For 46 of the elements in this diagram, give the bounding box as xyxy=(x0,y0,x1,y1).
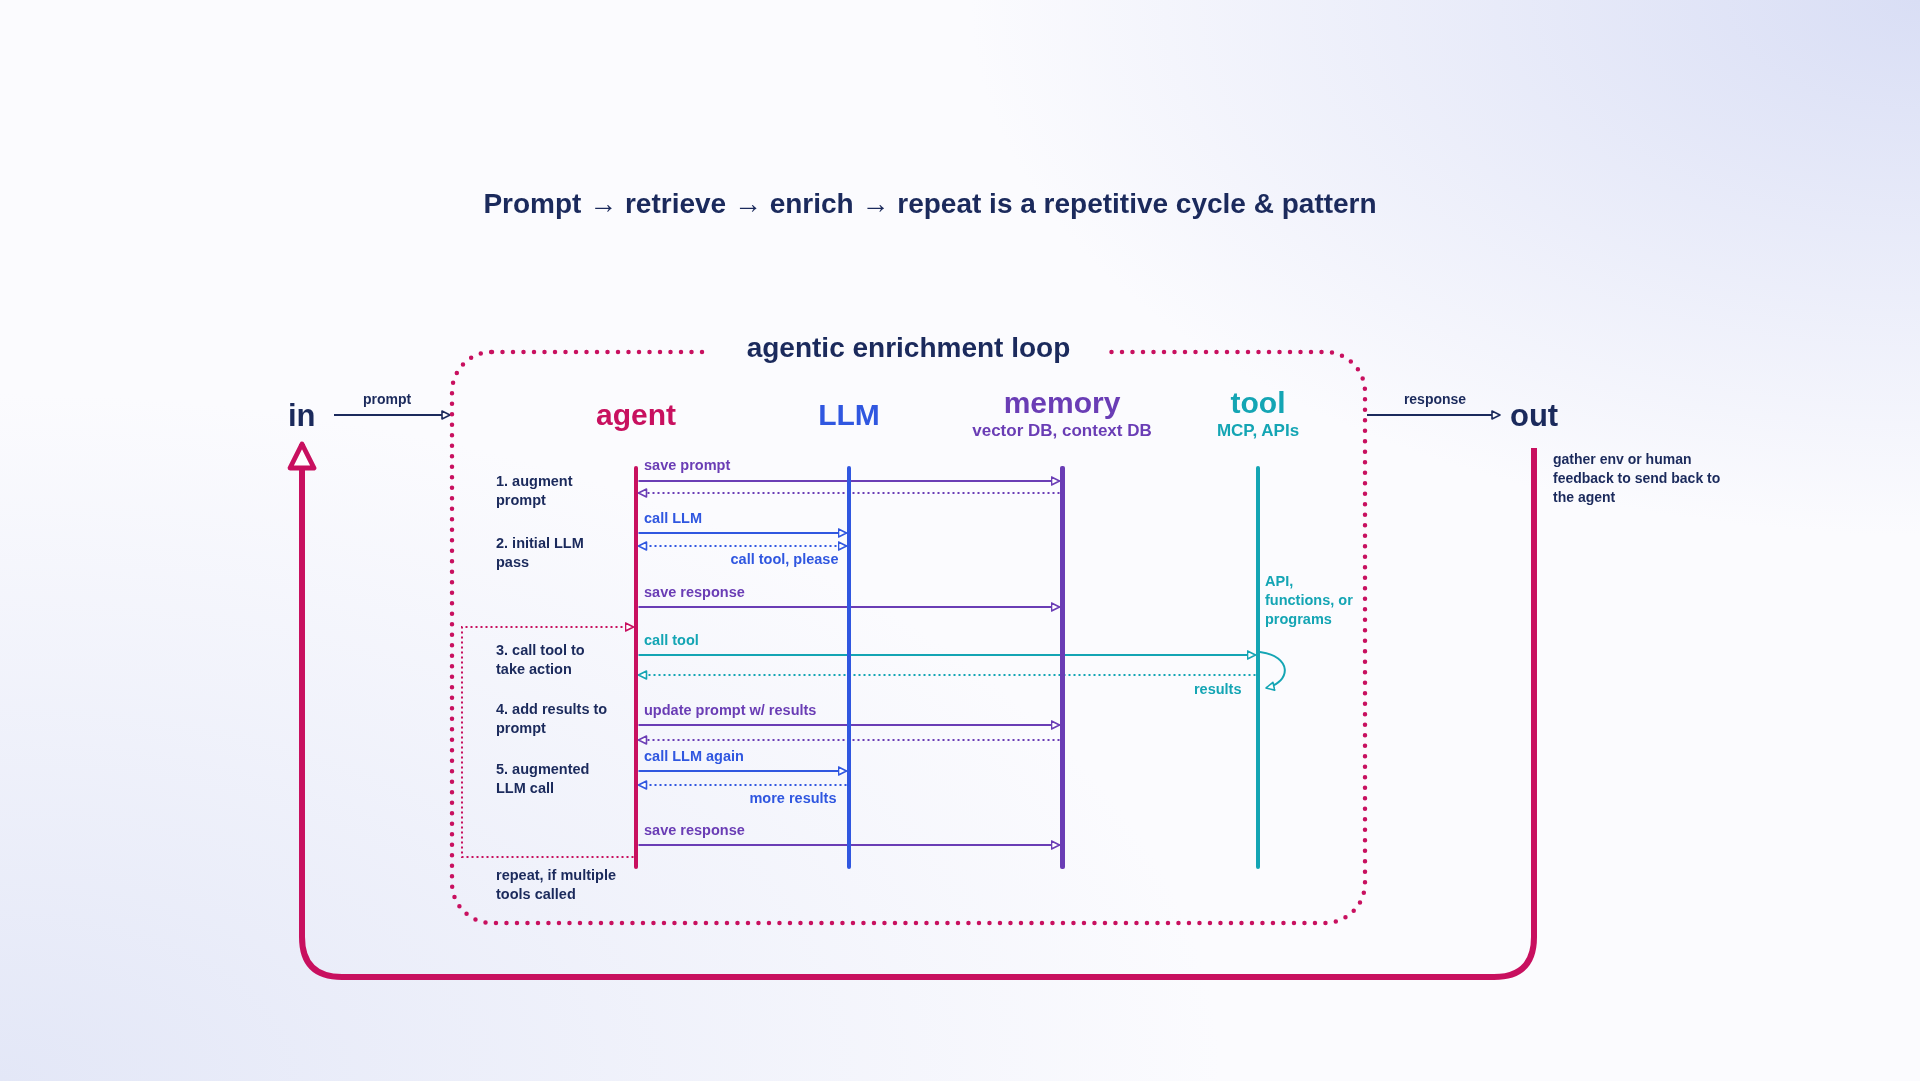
return-arrow xyxy=(637,670,1257,680)
edge-label: save response xyxy=(644,821,746,840)
return-arrow xyxy=(637,488,1061,498)
message-arrow xyxy=(637,720,1061,730)
step-label: 2. initial LLM pass xyxy=(496,534,585,572)
edge-label: gather env or human feedback to send back to the agent xyxy=(1553,450,1722,507)
step-label: 3. call tool to take action xyxy=(496,641,586,679)
lifeline-title: tool xyxy=(1229,386,1287,420)
message-arrow xyxy=(333,410,451,420)
message-arrow xyxy=(1366,410,1501,420)
edge-label: call tool, please xyxy=(729,550,839,569)
edge-label: update prompt w/ results xyxy=(644,701,818,720)
return-arrow xyxy=(637,735,1061,745)
step-label: 4. add results to prompt xyxy=(496,700,609,738)
step-label: 5. augmented LLM call xyxy=(496,760,591,798)
lifeline-subtitle: vector DB, context DB xyxy=(971,420,1153,442)
edge-label: call LLM xyxy=(644,509,703,528)
edge-label: results xyxy=(1192,680,1242,699)
lifeline-title: LLM xyxy=(817,398,881,432)
edge-label: repeat, if multiple tools called xyxy=(496,866,618,904)
edge-label: more results xyxy=(748,789,837,808)
diagram-title: Prompt → retrieve → enrich → repeat is a repetitive cycle & pattern xyxy=(482,188,1378,220)
edge-label: response xyxy=(1402,390,1468,409)
message-arrow xyxy=(637,476,1061,486)
edge-label: API, functions, or programs xyxy=(1265,572,1354,629)
endpoint-label: out xyxy=(1500,398,1568,448)
return-arrow xyxy=(637,541,848,551)
repeat-loop-arrow xyxy=(461,622,635,858)
edge-label: save prompt xyxy=(644,456,732,475)
edge-label: save response xyxy=(644,583,746,602)
endpoint-label: in xyxy=(288,398,334,444)
curved-arrow xyxy=(1259,651,1286,691)
edge-label: prompt xyxy=(361,390,413,409)
edge-label: call LLM again xyxy=(644,747,745,766)
lifeline-title: agent xyxy=(595,398,677,432)
return-arrow xyxy=(637,780,848,790)
lifeline-title: memory xyxy=(1002,386,1122,420)
feedback-arrow xyxy=(287,441,1537,980)
message-arrow xyxy=(637,602,1061,612)
message-arrow xyxy=(637,766,848,776)
message-arrow xyxy=(637,650,1257,660)
edge-label: call tool xyxy=(644,631,700,650)
step-label: 1. augment prompt xyxy=(496,472,574,510)
message-arrow xyxy=(637,840,1061,850)
lifeline-subtitle: MCP, APIs xyxy=(1215,420,1301,442)
message-arrow xyxy=(637,528,848,538)
